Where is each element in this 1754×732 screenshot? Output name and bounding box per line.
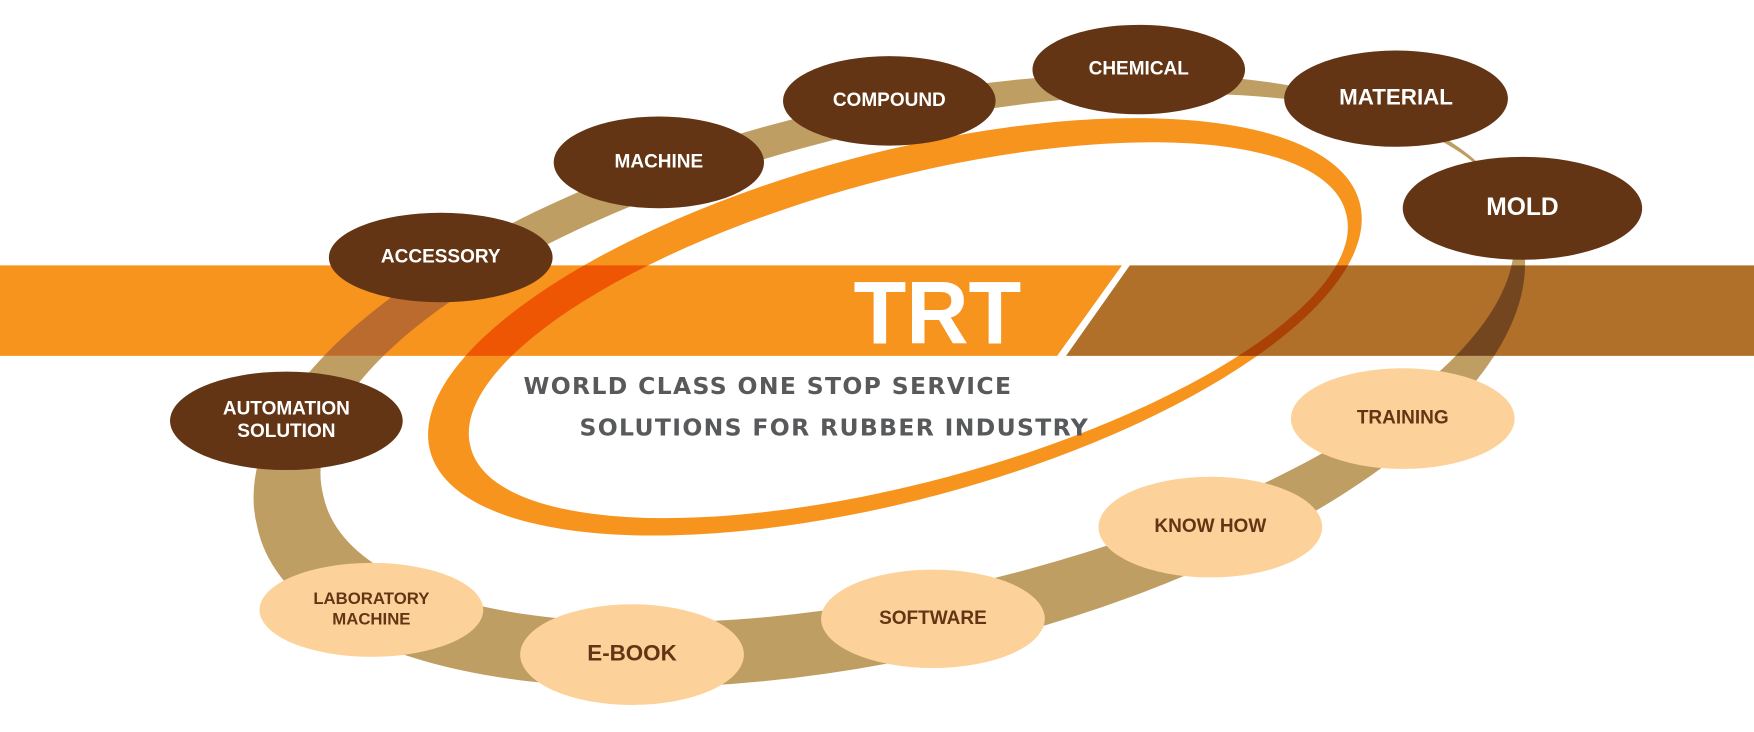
node-label: MATERIAL bbox=[1339, 85, 1453, 110]
node-label: AUTOMATION bbox=[223, 398, 350, 419]
node-label: TRAINING bbox=[1357, 408, 1449, 429]
node-label: SOLUTION bbox=[237, 421, 335, 442]
node-label: CHEMICAL bbox=[1089, 59, 1190, 80]
node-label: MACHINE bbox=[332, 609, 410, 628]
node-oval bbox=[553, 116, 765, 209]
node-label: MACHINE bbox=[615, 151, 704, 172]
node-training: TRAINING bbox=[1290, 368, 1515, 469]
node-oval bbox=[1284, 50, 1508, 147]
node-oval bbox=[1290, 368, 1515, 469]
node-mold: MOLD bbox=[1402, 156, 1643, 260]
node-know-how: KNOW HOW bbox=[1098, 476, 1323, 578]
node-label: LABORATORY bbox=[313, 589, 429, 608]
node-chemical: CHEMICAL bbox=[1032, 24, 1246, 115]
node-e-book: E-BOOK bbox=[520, 604, 744, 705]
node-machine: MACHINE bbox=[553, 116, 765, 209]
service-nodes: ACCESSORY MACHINE COMPOUND CHEMICAL MATERIAL… bbox=[170, 24, 1643, 705]
banner-brown bbox=[1066, 265, 1754, 356]
node-accessory: ACCESSORY bbox=[328, 212, 553, 303]
node-oval bbox=[259, 562, 484, 657]
node-label: COMPOUND bbox=[833, 90, 946, 111]
node-oval bbox=[1032, 24, 1246, 115]
node-oval bbox=[170, 371, 403, 471]
tagline-line-2: SOLUTIONS FOR RUBBER INDUSTRY bbox=[579, 413, 1089, 441]
node-software: SOFTWARE bbox=[821, 569, 1045, 669]
node-label: ACCESSORY bbox=[381, 247, 501, 268]
node-label: SOFTWARE bbox=[879, 608, 987, 629]
node-label: KNOW HOW bbox=[1154, 516, 1266, 537]
node-label: MOLD bbox=[1486, 194, 1558, 221]
node-oval bbox=[520, 604, 744, 705]
node-oval bbox=[821, 569, 1045, 669]
node-material: MATERIAL bbox=[1284, 50, 1508, 147]
node-oval bbox=[1402, 156, 1643, 260]
node-oval bbox=[783, 56, 996, 146]
node-compound: COMPOUND bbox=[783, 56, 996, 146]
node-oval bbox=[1098, 476, 1323, 578]
trt-logo: TRT bbox=[854, 263, 1022, 363]
node-label: E-BOOK bbox=[587, 641, 676, 666]
tagline-line-1: WORLD CLASS ONE STOP SERVICE bbox=[524, 372, 1013, 400]
node-oval bbox=[328, 212, 553, 303]
